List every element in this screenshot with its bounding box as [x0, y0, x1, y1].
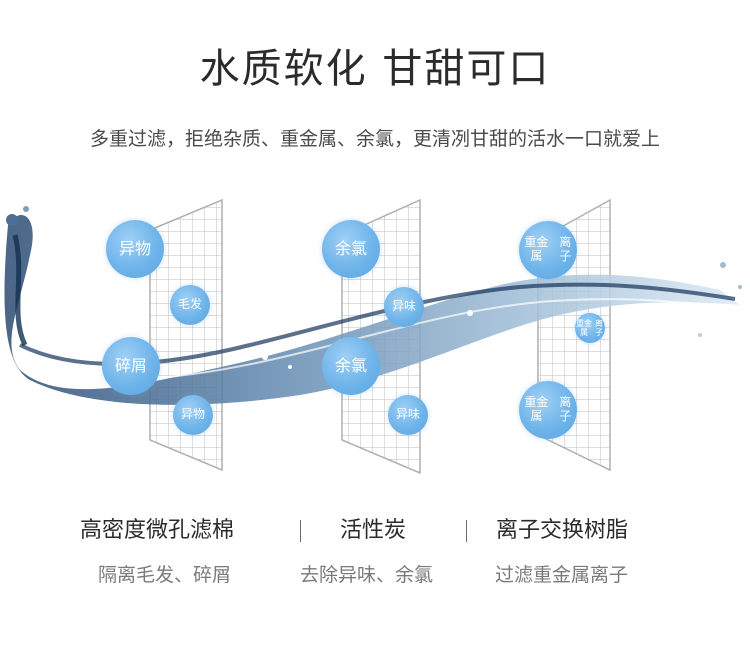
filter-name: 离子交换树脂 — [496, 518, 629, 543]
contaminant-bubble: 余氯 — [322, 337, 380, 395]
contaminant-bubble: 异物 — [106, 220, 164, 278]
filter-description: 过滤重金属离子 — [495, 564, 629, 586]
contaminant-bubble: 毛发 — [170, 285, 210, 325]
filter-description: 去除异味、余氯 — [300, 564, 434, 586]
contaminant-bubble: 重金属离子 — [519, 221, 577, 279]
contaminant-bubble: 异味 — [384, 287, 424, 327]
divider — [466, 520, 467, 542]
contaminant-bubble: 余氯 — [322, 220, 380, 278]
contaminant-bubble: 碎屑 — [102, 337, 160, 395]
water-illustration: 异物 毛发 碎屑 异物 余氯 异味 余氯 异味 重金属离子 重金属离子 重金属离… — [0, 195, 750, 485]
contaminant-bubble: 异味 — [388, 395, 428, 435]
filter-description: 隔离毛发、碎屑 — [98, 564, 232, 586]
filter-name: 活性炭 — [340, 518, 407, 543]
contaminant-bubble: 重金属离子 — [519, 381, 577, 439]
page-title: 水质软化 甘甜可口 — [199, 46, 551, 92]
divider — [300, 520, 301, 542]
contaminant-bubble: 异物 — [173, 395, 213, 435]
page-subtitle: 多重过滤，拒绝杂质、重金属、余氯，更清冽甘甜的活水一口就爱上 — [89, 128, 660, 150]
contaminant-bubble: 重金属离子 — [575, 313, 605, 343]
filter-name: 高密度微孔滤棉 — [80, 518, 235, 543]
filter-feature-list: 高密度微孔滤棉 活性炭 离子交换树脂 隔离毛发、碎屑 去除异味、余氯 过滤重金属… — [0, 512, 750, 602]
